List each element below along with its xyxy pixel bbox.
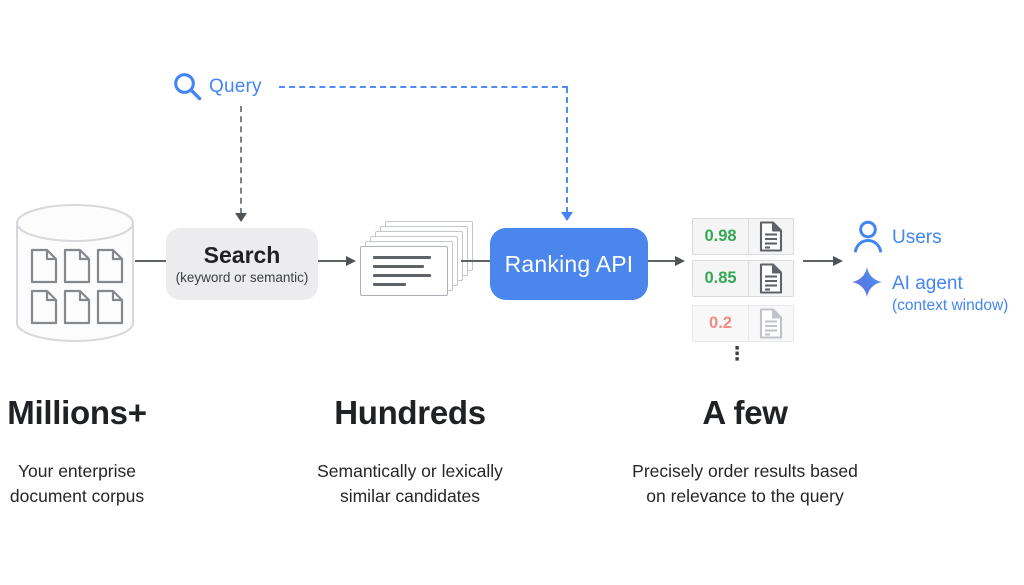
caption-description: Precisely order results based on relevan… [632,461,858,506]
result-document-icon [749,308,793,339]
candidate-card-stack-icon [360,221,474,297]
result-row-divider [748,306,749,341]
search-step-box: Search (keyword or semantic) [166,228,318,300]
result-row: 0.98 [692,218,794,255]
users-person-icon [852,220,884,253]
caption-title: Millions+ [7,394,147,431]
caption-millions: Millions+ Your enterprise document corpu… [0,393,162,509]
connector-results-to-users [803,260,834,262]
result-row: 0.2 [692,305,794,342]
caption-hundreds: Hundreds Semantically or lexically simil… [300,393,520,509]
query-to-ranking-dashed-line-vertical [566,87,568,213]
ai-agent-context-note: (context window) [892,297,1009,314]
result-row: 0.85 [692,260,794,297]
ai-agent-label: AI agent [892,273,963,294]
caption-title: Hundreds [334,394,486,431]
result-row-divider [748,261,749,296]
ranking-api-label: Ranking API [504,250,634,277]
result-document-icon [749,263,793,294]
caption-description: Your enterprise document corpus [9,461,145,506]
ai-agent-sparkle-icon [851,266,883,298]
document-corpus-database-icon [14,202,136,347]
connector-search-to-candidates [318,260,347,262]
caption-description: Semantically or lexically similar candid… [317,461,503,506]
query-to-search-arrowhead-icon [235,213,247,222]
users-label: Users [892,227,942,248]
connector-search-arrowhead-icon [346,255,356,266]
ranking-api-box: Ranking API [490,228,648,300]
query-to-search-dashed-line [240,106,242,214]
query-to-ranking-arrowhead-icon [561,212,573,221]
query-magnifier-icon [172,71,203,102]
search-step-title: Search [203,242,281,268]
caption-title: A few [702,394,788,431]
result-document-icon [749,221,793,252]
result-row-divider [748,219,749,254]
connector-candidates-to-ranking [461,260,490,262]
query-label: Query [209,76,262,97]
connector-ranking-to-results [648,260,676,262]
result-score: 0.2 [709,314,732,332]
search-step-subtitle: (keyword or semantic) [175,270,309,285]
result-score: 0.98 [704,227,737,245]
connector-results-arrowhead-icon [833,255,843,266]
query-to-ranking-dashed-line-horizontal [279,86,568,88]
connector-db-to-search [135,260,166,262]
more-results-ellipsis-icon: ⋮ [727,344,747,365]
result-score: 0.85 [704,269,737,287]
connector-ranking-arrowhead-icon [675,255,685,266]
caption-a-few: A few Precisely order results based on r… [613,393,877,509]
